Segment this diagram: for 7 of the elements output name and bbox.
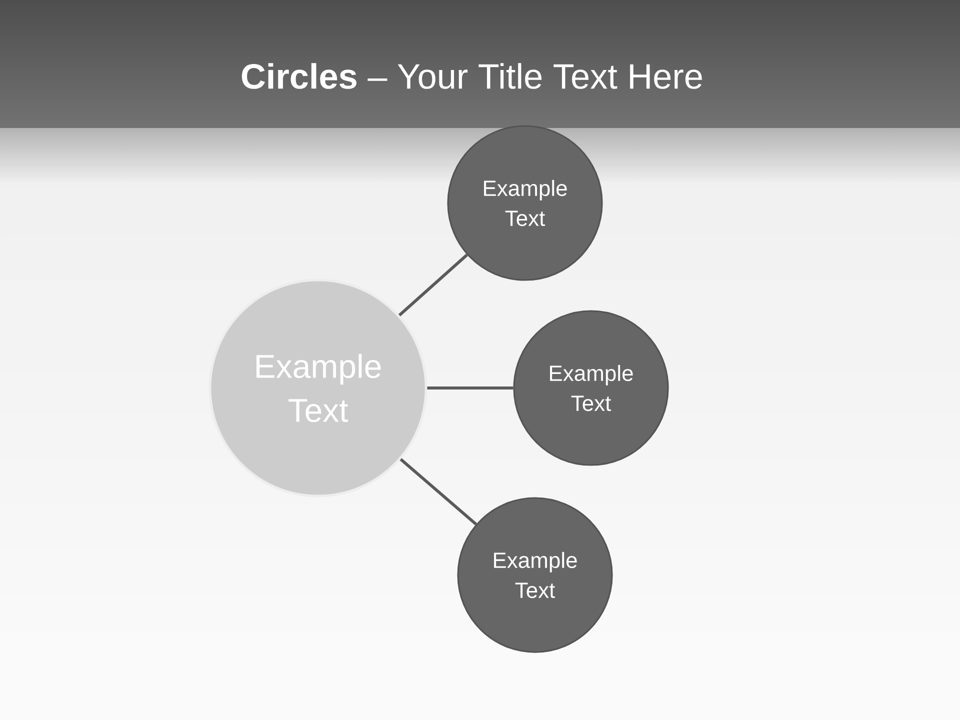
circle-node: Example Text: [447, 125, 603, 281]
connector-line: [398, 254, 468, 316]
title: Circles – Your Title Text Here: [242, 63, 702, 89]
connector-line: [427, 386, 514, 390]
connector-line: [400, 458, 478, 526]
circle-node: Example Text: [457, 497, 613, 653]
circle-node: Example Text: [513, 310, 669, 466]
